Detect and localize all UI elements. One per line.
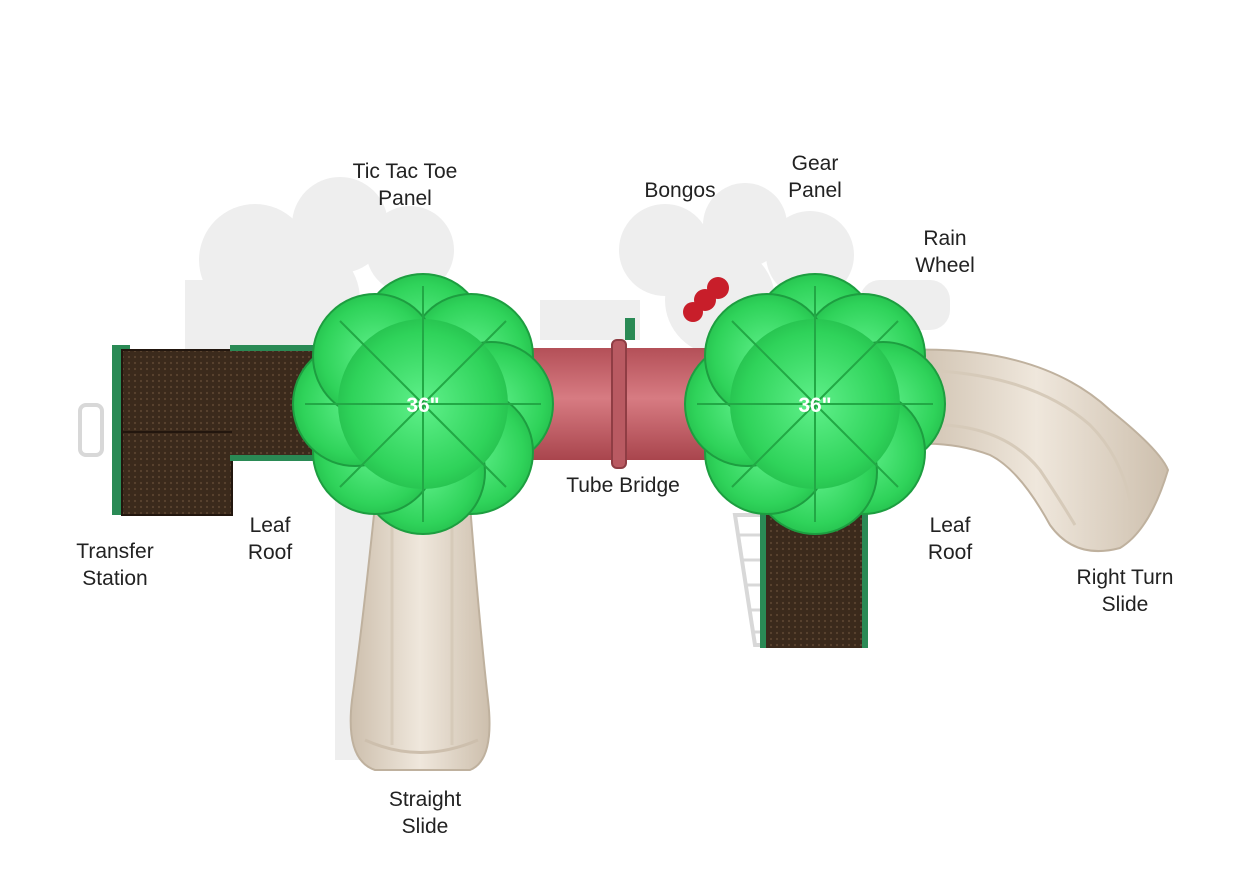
leaf-roof-left-size: 36" <box>406 394 439 417</box>
label-bongos: Bongos <box>644 179 716 202</box>
label-transfer-station: Transfer Station <box>76 540 154 590</box>
label-leaf-roof-right: Leaf Roof <box>927 514 973 564</box>
leaf-roof-left <box>292 273 554 535</box>
leaf-roof-right-size: 36" <box>798 394 831 417</box>
transfer-station <box>78 345 330 516</box>
right-turn-slide <box>904 348 1170 552</box>
label-rain-wheel: Rain Wheel <box>915 227 975 277</box>
label-tube-bridge: Tube Bridge <box>566 474 680 497</box>
label-straight-slide: Straight Slide <box>388 788 462 838</box>
leaf-roof-right <box>684 273 946 535</box>
straight-slide <box>349 504 491 771</box>
label-right-turn-slide: Right Turn Slide <box>1076 566 1174 616</box>
rain-wheel <box>683 277 729 322</box>
label-gear-panel: Gear Panel <box>788 152 842 202</box>
label-leaf-roof-left: Leaf Roof <box>247 514 293 564</box>
label-tic-tac-toe-panel: Tic Tac Toe Panel <box>352 160 458 210</box>
